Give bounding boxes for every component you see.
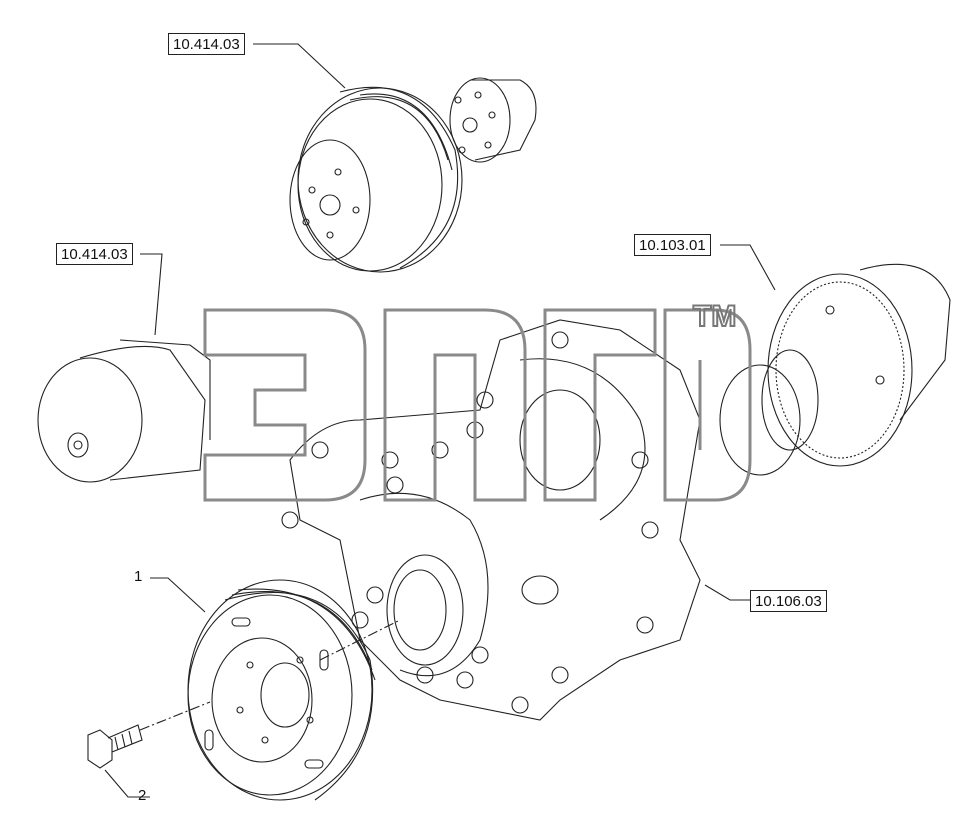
cover-bolts [281,331,659,714]
pulley-bolt [87,724,143,769]
item-number-1: 1 [134,568,143,585]
watermark-logo [203,308,752,502]
item-number-2: 2 [138,787,147,804]
timing-cover [281,319,701,721]
trademark-symbol: TM [692,299,737,334]
leader-lines [104,43,776,798]
assembly-center-lines [139,619,401,731]
reference-box-left[interactable]: 10.414.03 [56,243,133,265]
fan-hub-top [449,77,537,163]
crankshaft-gear-right [719,263,951,476]
fan-pulley-top [289,86,463,273]
crankshaft-pulley [187,579,376,801]
reference-box-right[interactable]: 10.103.01 [634,234,711,256]
reference-box-cover[interactable]: 10.106.03 [750,590,827,612]
reference-box-top[interactable]: 10.414.03 [168,33,245,55]
water-pump-pulley-left [37,339,211,483]
